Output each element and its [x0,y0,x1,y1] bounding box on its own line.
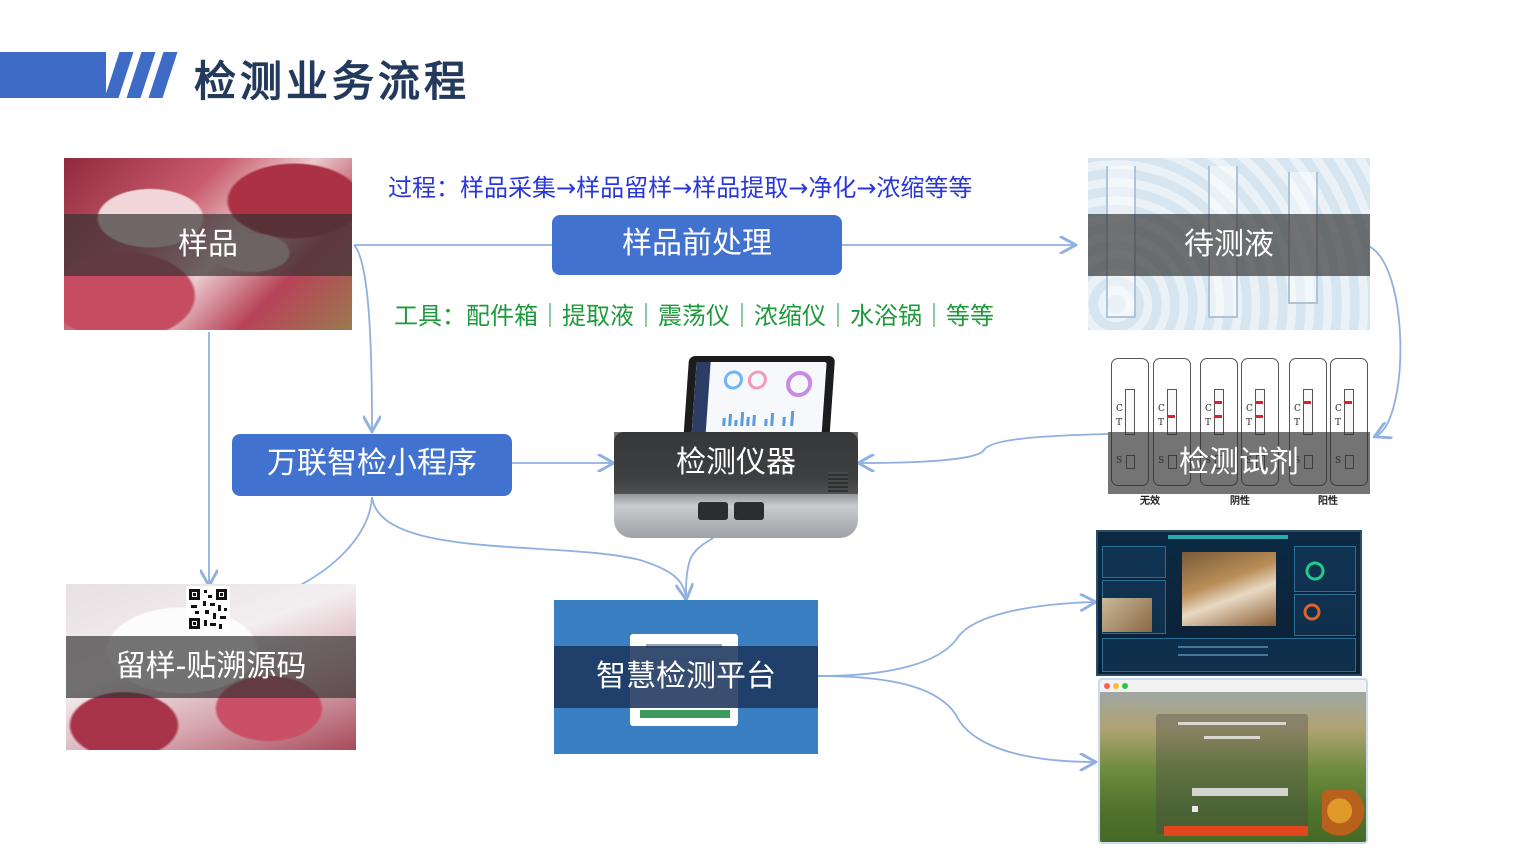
reagent-label: 检测试剂 [1108,432,1370,494]
retention-label: 留样-贴溯源码 [66,636,356,698]
retention-photo: 留样-贴溯源码 [66,584,356,750]
ring-gauge-icon [1305,561,1325,581]
ring-gauge-icon [1303,603,1321,621]
test-solution-photo: 待测液 [1088,158,1370,330]
trace-qr-code-icon [186,586,230,632]
platform-screenshot: 智慧检测平台 [554,600,818,754]
strip-caption-negative: 阴性 [1230,496,1250,507]
page-title: 检测业务流程 [194,57,471,106]
strip-caption-invalid: 无效 [1140,496,1160,507]
platform-label: 智慧检测平台 [554,646,818,708]
reagent-strips: CT S CT S CT S CT S CT S CT S 检测试剂 [1108,358,1370,504]
strip-caption-positive: 阳性 [1318,496,1338,507]
instrument-label: 检测仪器 [614,432,858,494]
login-card [1156,714,1308,834]
instrument-screen [691,362,827,438]
instrument-dashboard-graphic [691,362,813,438]
tools-list-text: 工具：配件箱｜提取液｜震荡仪｜浓缩仪｜水浴锅｜等等 [394,302,994,330]
mini-program-node[interactable]: 万联智检小程序 [232,434,512,496]
sample-label: 样品 [64,214,352,276]
sample-photo: 样品 [64,158,352,330]
pretreatment-node[interactable]: 样品前处理 [552,215,842,275]
login-button [1164,826,1308,836]
test-solution-label: 待测液 [1088,214,1370,276]
dashboard-screenshot [1096,530,1362,676]
login-screenshot [1098,678,1368,844]
browser-bar [1100,680,1366,692]
header-bar [0,52,106,98]
process-steps-text: 过程：样品采集→样品留样→样品提取→净化→浓缩等等 [388,174,973,202]
